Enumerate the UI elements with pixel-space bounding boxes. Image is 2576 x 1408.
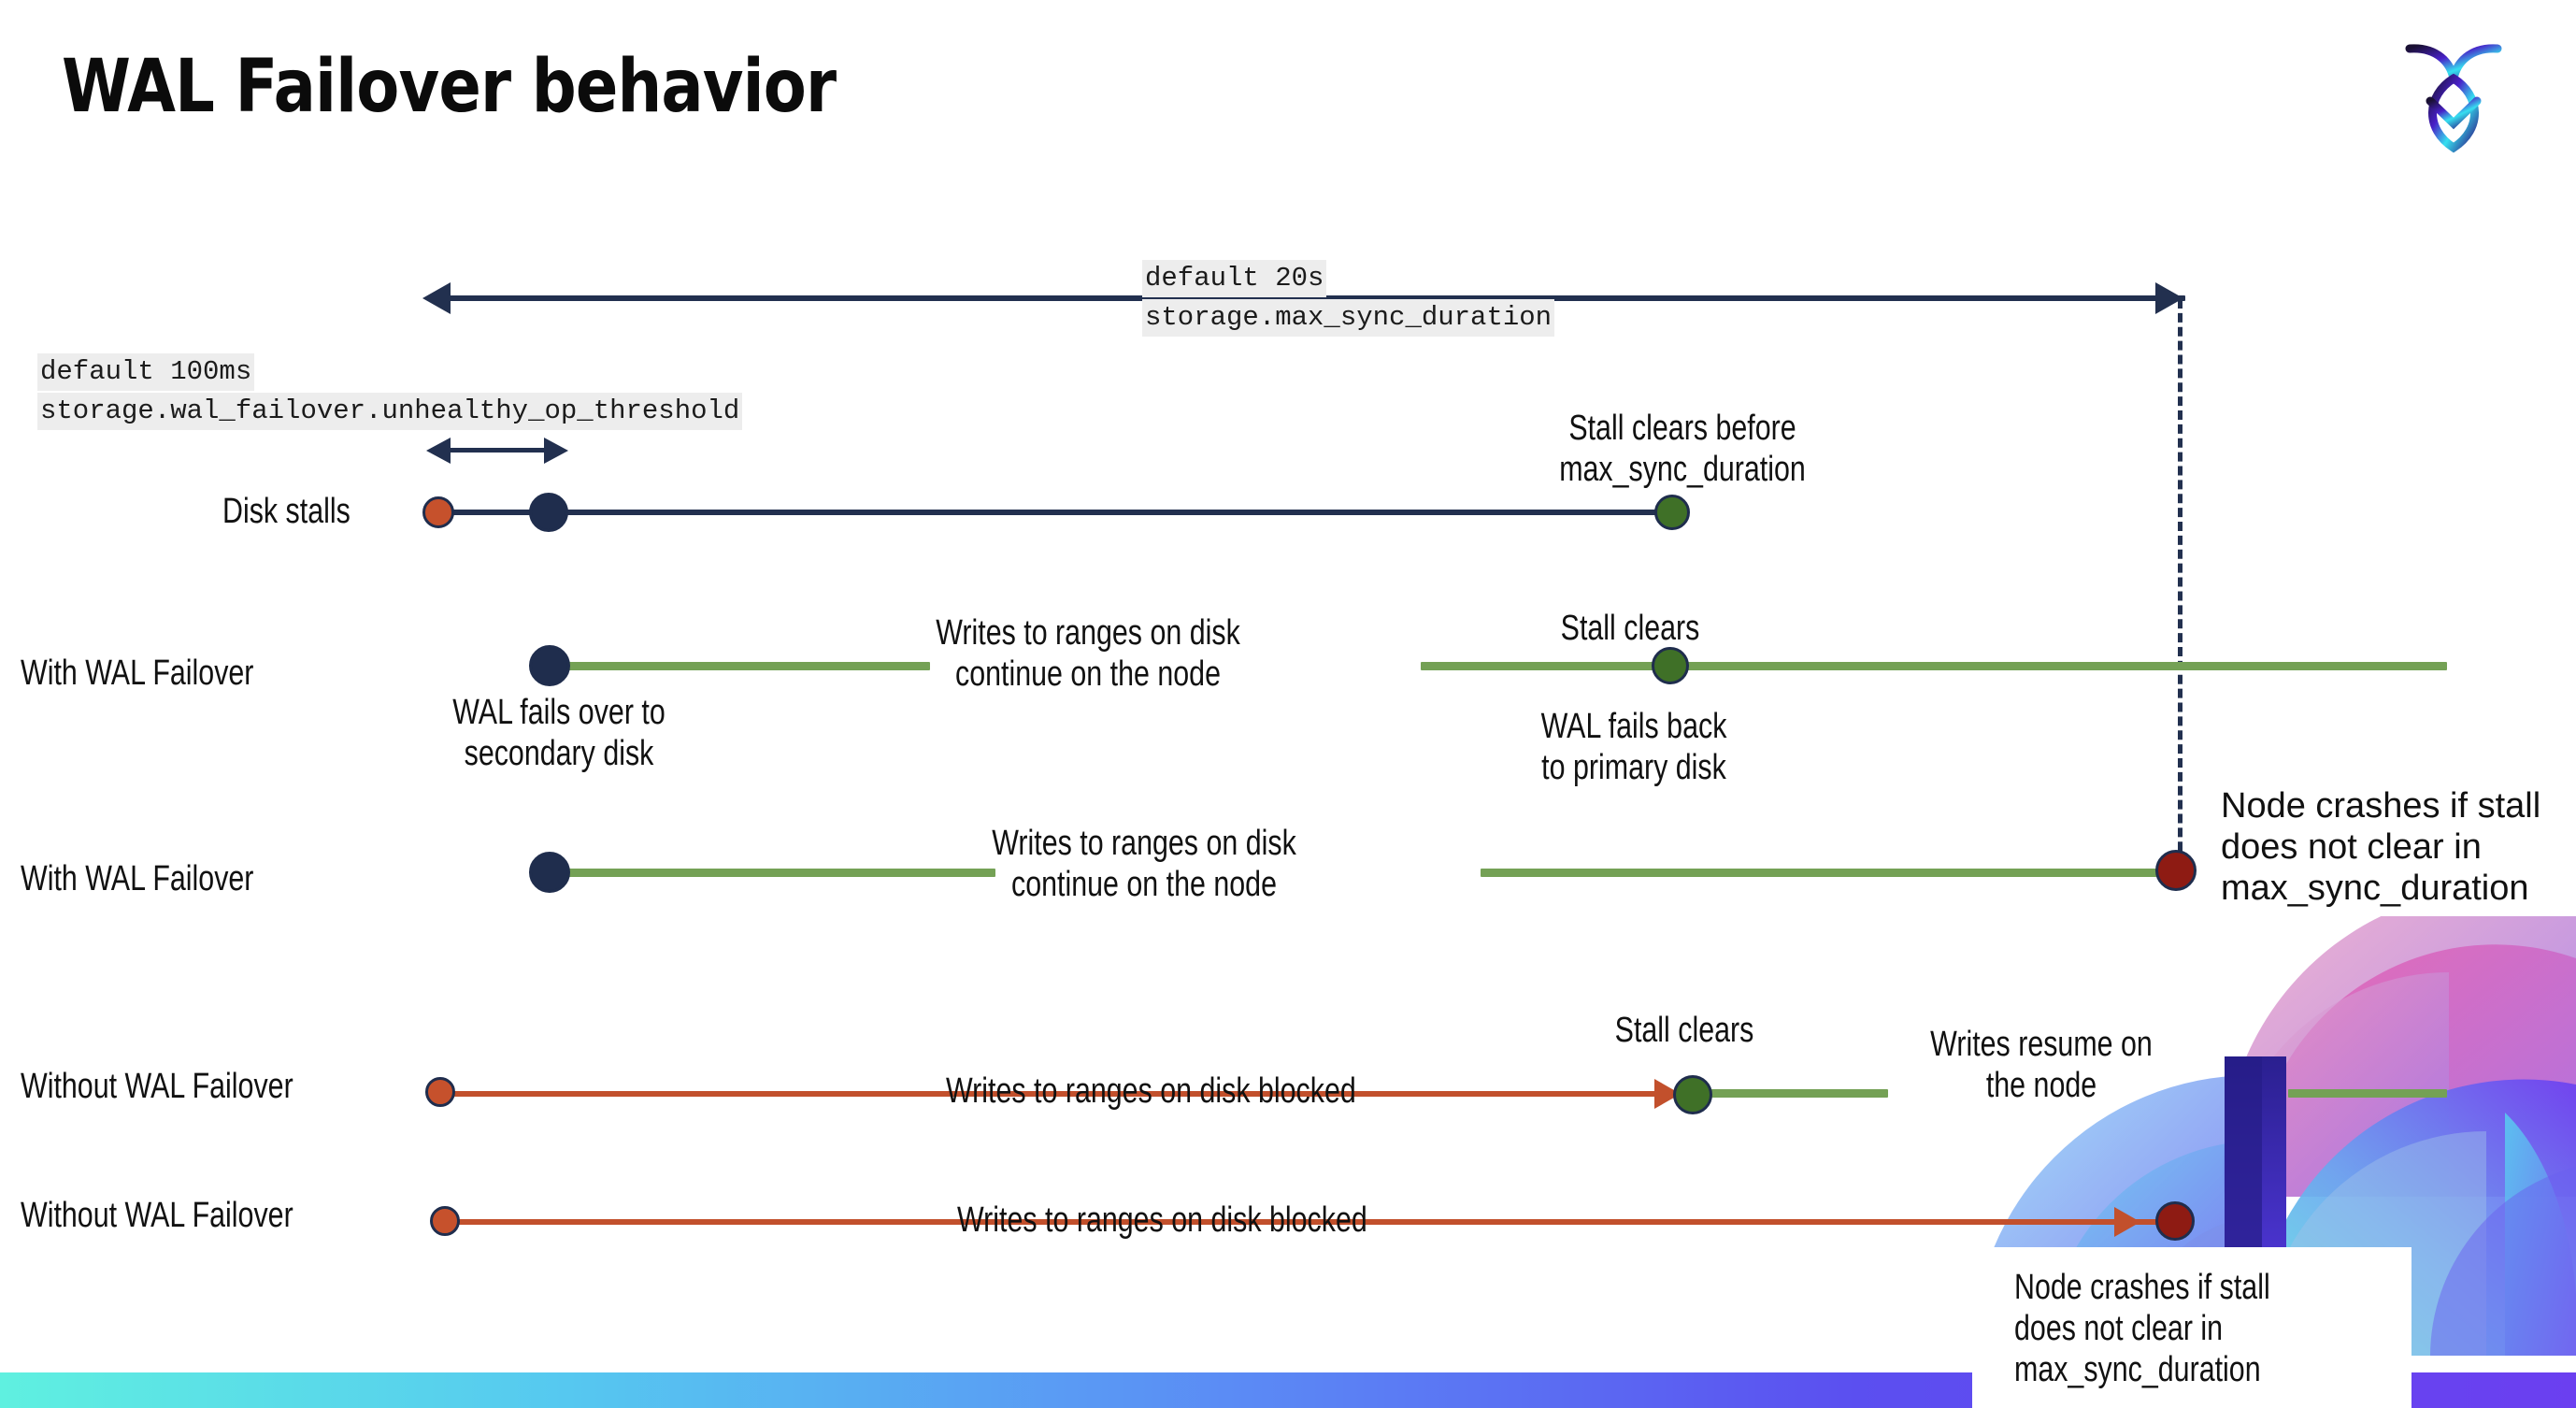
wf2-crash-dot: [2155, 850, 2197, 891]
note-line-1: WAL fails over to: [452, 693, 665, 732]
wo2-crash-dot: [2155, 1201, 2195, 1241]
max-sync-span-line: [447, 295, 2185, 301]
note-line-2: continue on the node: [1011, 865, 1277, 905]
note-stall-clears-1: Stall clears: [1488, 608, 1772, 649]
note-line-2: does not clear in: [2014, 1309, 2224, 1349]
max-sync-default-label: default 20s: [1142, 260, 1327, 297]
wf1-green-line-a: [547, 662, 930, 670]
wf1-green-line-b: [1421, 662, 2447, 670]
wo1-green-line-a: [1692, 1089, 1888, 1098]
wo2-arrowhead-icon: [2114, 1207, 2140, 1237]
note-writes-continue-2: Writes to ranges on disk continue on the…: [935, 823, 1353, 905]
max-sync-setting-label: storage.max_sync_duration: [1142, 299, 1555, 337]
wo1-stall-clear-dot: [1673, 1075, 1712, 1114]
disk-stalls-failover-dot: [529, 493, 568, 532]
note-line-2: continue on the node: [955, 654, 1221, 695]
wo2-start-dot: [430, 1206, 460, 1236]
note-line-3: max_sync_duration: [2221, 869, 2529, 909]
note-node-crashes-2: Node crashes if stall does not clear in …: [2014, 1267, 2270, 1390]
unhealthy-setting-label: storage.wal_failover.unhealthy_op_thresh…: [37, 393, 743, 430]
note-line-1: Writes to ranges on disk blocked: [946, 1071, 1356, 1111]
note-line-2: max_sync_duration: [1559, 450, 1806, 490]
max-sync-dashed-guide: [2178, 299, 2182, 879]
disk-stalls-start-dot: [422, 496, 454, 528]
wf2-green-line-b: [1481, 869, 2176, 877]
note-line-2: does not clear in: [2221, 827, 2482, 868]
wf2-green-line-a: [547, 869, 995, 877]
note-line-1: Stall clears: [1614, 1011, 1754, 1050]
cockroachdb-logo: [2393, 26, 2514, 157]
wf1-stall-clear-dot: [1652, 647, 1689, 684]
max-sync-arrow-left-icon: [422, 282, 451, 314]
note-stall-clears-before: Stall clears before max_sync_duration: [1458, 408, 1907, 490]
note-line-1: Writes resume on: [1930, 1025, 2153, 1064]
wo1-orange-line: [439, 1091, 1697, 1097]
row-label-with-wal-failover-2: With WAL Failover: [21, 859, 254, 898]
note-backdrop-box: [1972, 1247, 2411, 1408]
unhealthy-arrow-left-icon: [426, 438, 451, 464]
note-line-1: Writes to ranges on disk blocked: [957, 1200, 1367, 1240]
note-line-1: Stall clears before: [1568, 409, 1796, 448]
unhealthy-default-label: default 100ms: [37, 353, 255, 391]
wo1-start-dot: [425, 1077, 455, 1107]
note-line-1: Writes to ranges on disk: [992, 824, 1296, 863]
row-label-disk-stalls: Disk stalls: [222, 492, 351, 531]
note-stall-clears-2: Stall clears: [1542, 1010, 1826, 1051]
unhealthy-span-line: [447, 448, 551, 453]
row-label-without-wal-failover-2: Without WAL Failover: [21, 1196, 293, 1235]
note-line-2: the node: [1985, 1066, 2097, 1106]
wo1-green-line-b: [2288, 1089, 2447, 1098]
note-line-2: to primary disk: [1541, 748, 1726, 788]
wf1-failover-dot: [529, 645, 570, 686]
note-wal-fails-over: WAL fails over to secondary disk: [402, 692, 716, 774]
unhealthy-arrow-right-icon: [544, 438, 568, 464]
page-title: WAL Failover behavior: [62, 45, 837, 129]
wo2-orange-line: [439, 1219, 2159, 1225]
wf2-failover-dot: [529, 852, 570, 893]
note-writes-blocked-1: Writes to ranges on disk blocked: [946, 1070, 1356, 1112]
note-line-1: Writes to ranges on disk: [936, 613, 1240, 653]
disk-stalls-line: [439, 510, 1679, 515]
note-wal-fails-back: WAL fails back to primary disk: [1484, 706, 1783, 788]
disk-stalls-clear-dot: [1654, 495, 1690, 530]
note-line-1: WAL fails back: [1540, 707, 1727, 746]
note-writes-resume: Writes resume on the node: [1869, 1024, 2213, 1106]
row-label-without-wal-failover-1: Without WAL Failover: [21, 1067, 293, 1106]
note-writes-continue-1: Writes to ranges on disk continue on the…: [879, 612, 1297, 695]
note-line-1: Node crashes if stall: [2221, 786, 2541, 826]
note-node-crashes-1: Node crashes if stall does not clear in …: [2221, 785, 2576, 909]
note-line-2: secondary disk: [464, 734, 654, 774]
note-line-3: max_sync_duration: [2014, 1350, 2261, 1390]
note-line-1: Stall clears: [1560, 609, 1700, 648]
note-line-1: Node crashes if stall: [2014, 1268, 2270, 1307]
row-label-with-wal-failover-1: With WAL Failover: [21, 654, 254, 693]
note-writes-blocked-2: Writes to ranges on disk blocked: [957, 1200, 1367, 1241]
